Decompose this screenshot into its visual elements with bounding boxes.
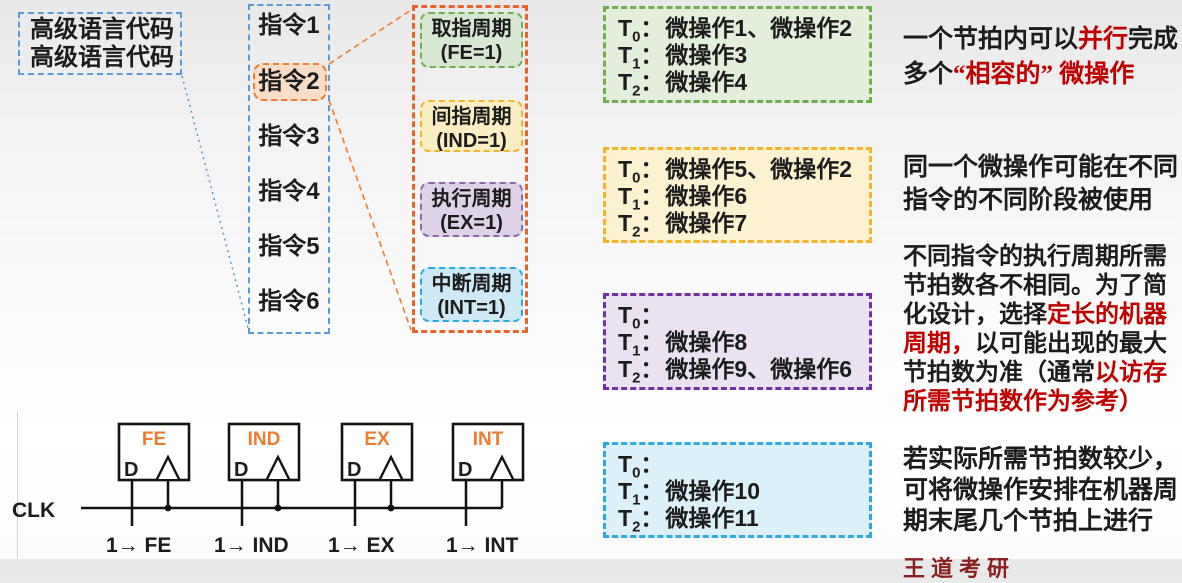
instruction2-to-cycles-connector-top — [328, 9, 412, 65]
cycle-box-fetch: 取指周期 (FE=1) — [420, 12, 523, 68]
cycle-box-interrupt: 中断周期 (INT=1) — [420, 267, 523, 322]
note-line: 多个“相容的” 微操作 — [903, 61, 1135, 88]
tick-row: T1：微操作3 — [618, 42, 748, 73]
instruction-item-1: 指令1 — [258, 12, 320, 39]
cycle-panel-outline — [412, 5, 528, 333]
tick-box-interrupt: T0： T1：微操作10 T2：微操作11 — [603, 442, 872, 538]
cycle-flag: (EX=1) — [440, 212, 503, 234]
note-line: 可将微操作安排在机器周 — [903, 477, 1179, 504]
note-reused-micro-op: 同一个微操作可能在不同 指令的不同阶段被使用 — [903, 151, 1178, 217]
instruction2-highlight — [253, 63, 327, 101]
d-input-label: D — [458, 459, 473, 481]
note-line: 节拍数各不相同。为了简 — [903, 273, 1167, 299]
clock-edge-triangle-ind — [265, 454, 291, 480]
note-line: 节拍数为准（通常以访存 — [903, 360, 1167, 386]
source-code-box: 高级语言代码 高级语言代码 — [18, 12, 182, 75]
note-line: 同一个微操作可能在不同 — [903, 154, 1179, 181]
d-input-label: D — [234, 459, 249, 481]
source-to-instructions-connector — [181, 75, 249, 329]
flipflop-box-fe — [117, 422, 191, 482]
slide-edge-line — [17, 411, 18, 559]
clk-label: CLK — [12, 499, 56, 522]
note-line: 期末尾几个节拍上进行 — [903, 508, 1154, 535]
tick-row: T0： — [618, 302, 664, 333]
tick-row: T1：微操作8 — [618, 329, 748, 360]
note-line: 所需节拍数作为参考） — [903, 389, 1143, 415]
tick-row: T2：微操作7 — [618, 210, 748, 241]
tick-row: T0： — [618, 451, 664, 482]
instruction-item-3: 指令3 — [258, 123, 320, 150]
tick-box-indirect: T0：微操作5、微操作2 T1：微操作6 T2：微操作7 — [603, 147, 872, 243]
tick-row: T0：微操作1、微操作2 — [618, 15, 852, 46]
cycle-title: 执行周期 — [431, 188, 512, 210]
cycle-flag: (IND=1) — [436, 130, 507, 152]
note-line: 一个节拍内可以并行完成 — [903, 26, 1179, 53]
source-code-line: 高级语言代码 — [30, 45, 174, 71]
note-line: 化设计，选择定长的机器 — [903, 302, 1167, 328]
note-line: 不同指令的执行周期所需 — [903, 244, 1167, 270]
set-signal-label-ind: 1→ IND — [214, 534, 289, 557]
clk-junction-dot-ex — [387, 504, 395, 512]
tick-row: T2：微操作9、微操作6 — [618, 356, 852, 387]
d-input-label: D — [124, 459, 139, 481]
flipflop-box-ex — [340, 422, 414, 482]
clk-junction-dot-ind — [274, 504, 282, 512]
cycle-box-execute: 执行周期 (EX=1) — [420, 182, 523, 237]
flipflop-label-ind: IND — [247, 429, 281, 450]
cycle-flag: (INT=1) — [437, 297, 506, 319]
source-code-line: 高级语言代码 — [30, 17, 174, 43]
cycle-title: 取指周期 — [431, 18, 512, 40]
diagram-lines-layer — [81, 9, 525, 526]
flipflop-box-int — [451, 422, 525, 482]
clock-edge-triangle-int — [489, 454, 515, 480]
note-line: 指令的不同阶段被使用 — [903, 187, 1154, 214]
instruction-item-5: 指令5 — [258, 233, 320, 260]
set-signal-label-int: 1→ INT — [446, 534, 519, 557]
cycle-title: 中断周期 — [431, 273, 512, 295]
cycle-box-indirect: 间指周期 (IND=1) — [420, 100, 523, 152]
clock-edge-triangle-fe — [155, 454, 181, 480]
note-fewer-ticks: 若实际所需节拍数较少， 可将微操作安排在机器周 期末尾几个节拍上进行 — [903, 444, 1178, 537]
instruction-item-4: 指令4 — [258, 178, 320, 205]
note-parallel-micro-ops: 一个节拍内可以并行完成 多个“相容的” 微操作 — [903, 22, 1178, 92]
instruction2-to-cycles-connector-bottom — [328, 99, 412, 331]
set-signal-label-ex: 1→ EX — [328, 534, 395, 557]
set-signal-label-fe: 1→ FE — [106, 534, 172, 557]
note-fixed-machine-cycle: 不同指令的执行周期所需 节拍数各不相同。为了简 化设计，选择定长的机器 周期，以… — [903, 243, 1167, 417]
clock-edge-triangle-ex — [378, 454, 404, 480]
clk-junction-dot-fe — [164, 504, 172, 512]
flipflop-box-ind — [227, 422, 301, 482]
note-line: 周期，以可能出现的最大 — [903, 331, 1167, 357]
tick-box-execute: T0： T1：微操作8 T2：微操作9、微操作6 — [603, 293, 872, 390]
flipflop-label-fe: FE — [141, 429, 167, 450]
tick-box-fetch: T0：微操作1、微操作2 T1：微操作3 T2：微操作4 — [603, 6, 872, 103]
cycle-flag: (FE=1) — [440, 42, 503, 64]
flipflop-label-ex: EX — [364, 429, 390, 450]
tick-row: T0：微操作5、微操作2 — [618, 156, 852, 187]
tick-row: T2：微操作11 — [618, 505, 759, 536]
d-input-label: D — [347, 459, 362, 481]
note-line: 若实际所需节拍数较少， — [903, 446, 1179, 473]
instruction-list-box — [248, 4, 330, 334]
watermark: 王道考研 — [903, 556, 1016, 581]
cycle-title: 间指周期 — [431, 106, 512, 128]
flipflop-label-int: INT — [472, 429, 504, 450]
tick-row: T1：微操作10 — [618, 478, 760, 509]
tick-row: T2：微操作4 — [618, 69, 748, 100]
instruction-item-6: 指令6 — [258, 288, 320, 315]
tick-row: T1：微操作6 — [618, 183, 748, 214]
instruction-item-2: 指令2 — [258, 68, 320, 95]
